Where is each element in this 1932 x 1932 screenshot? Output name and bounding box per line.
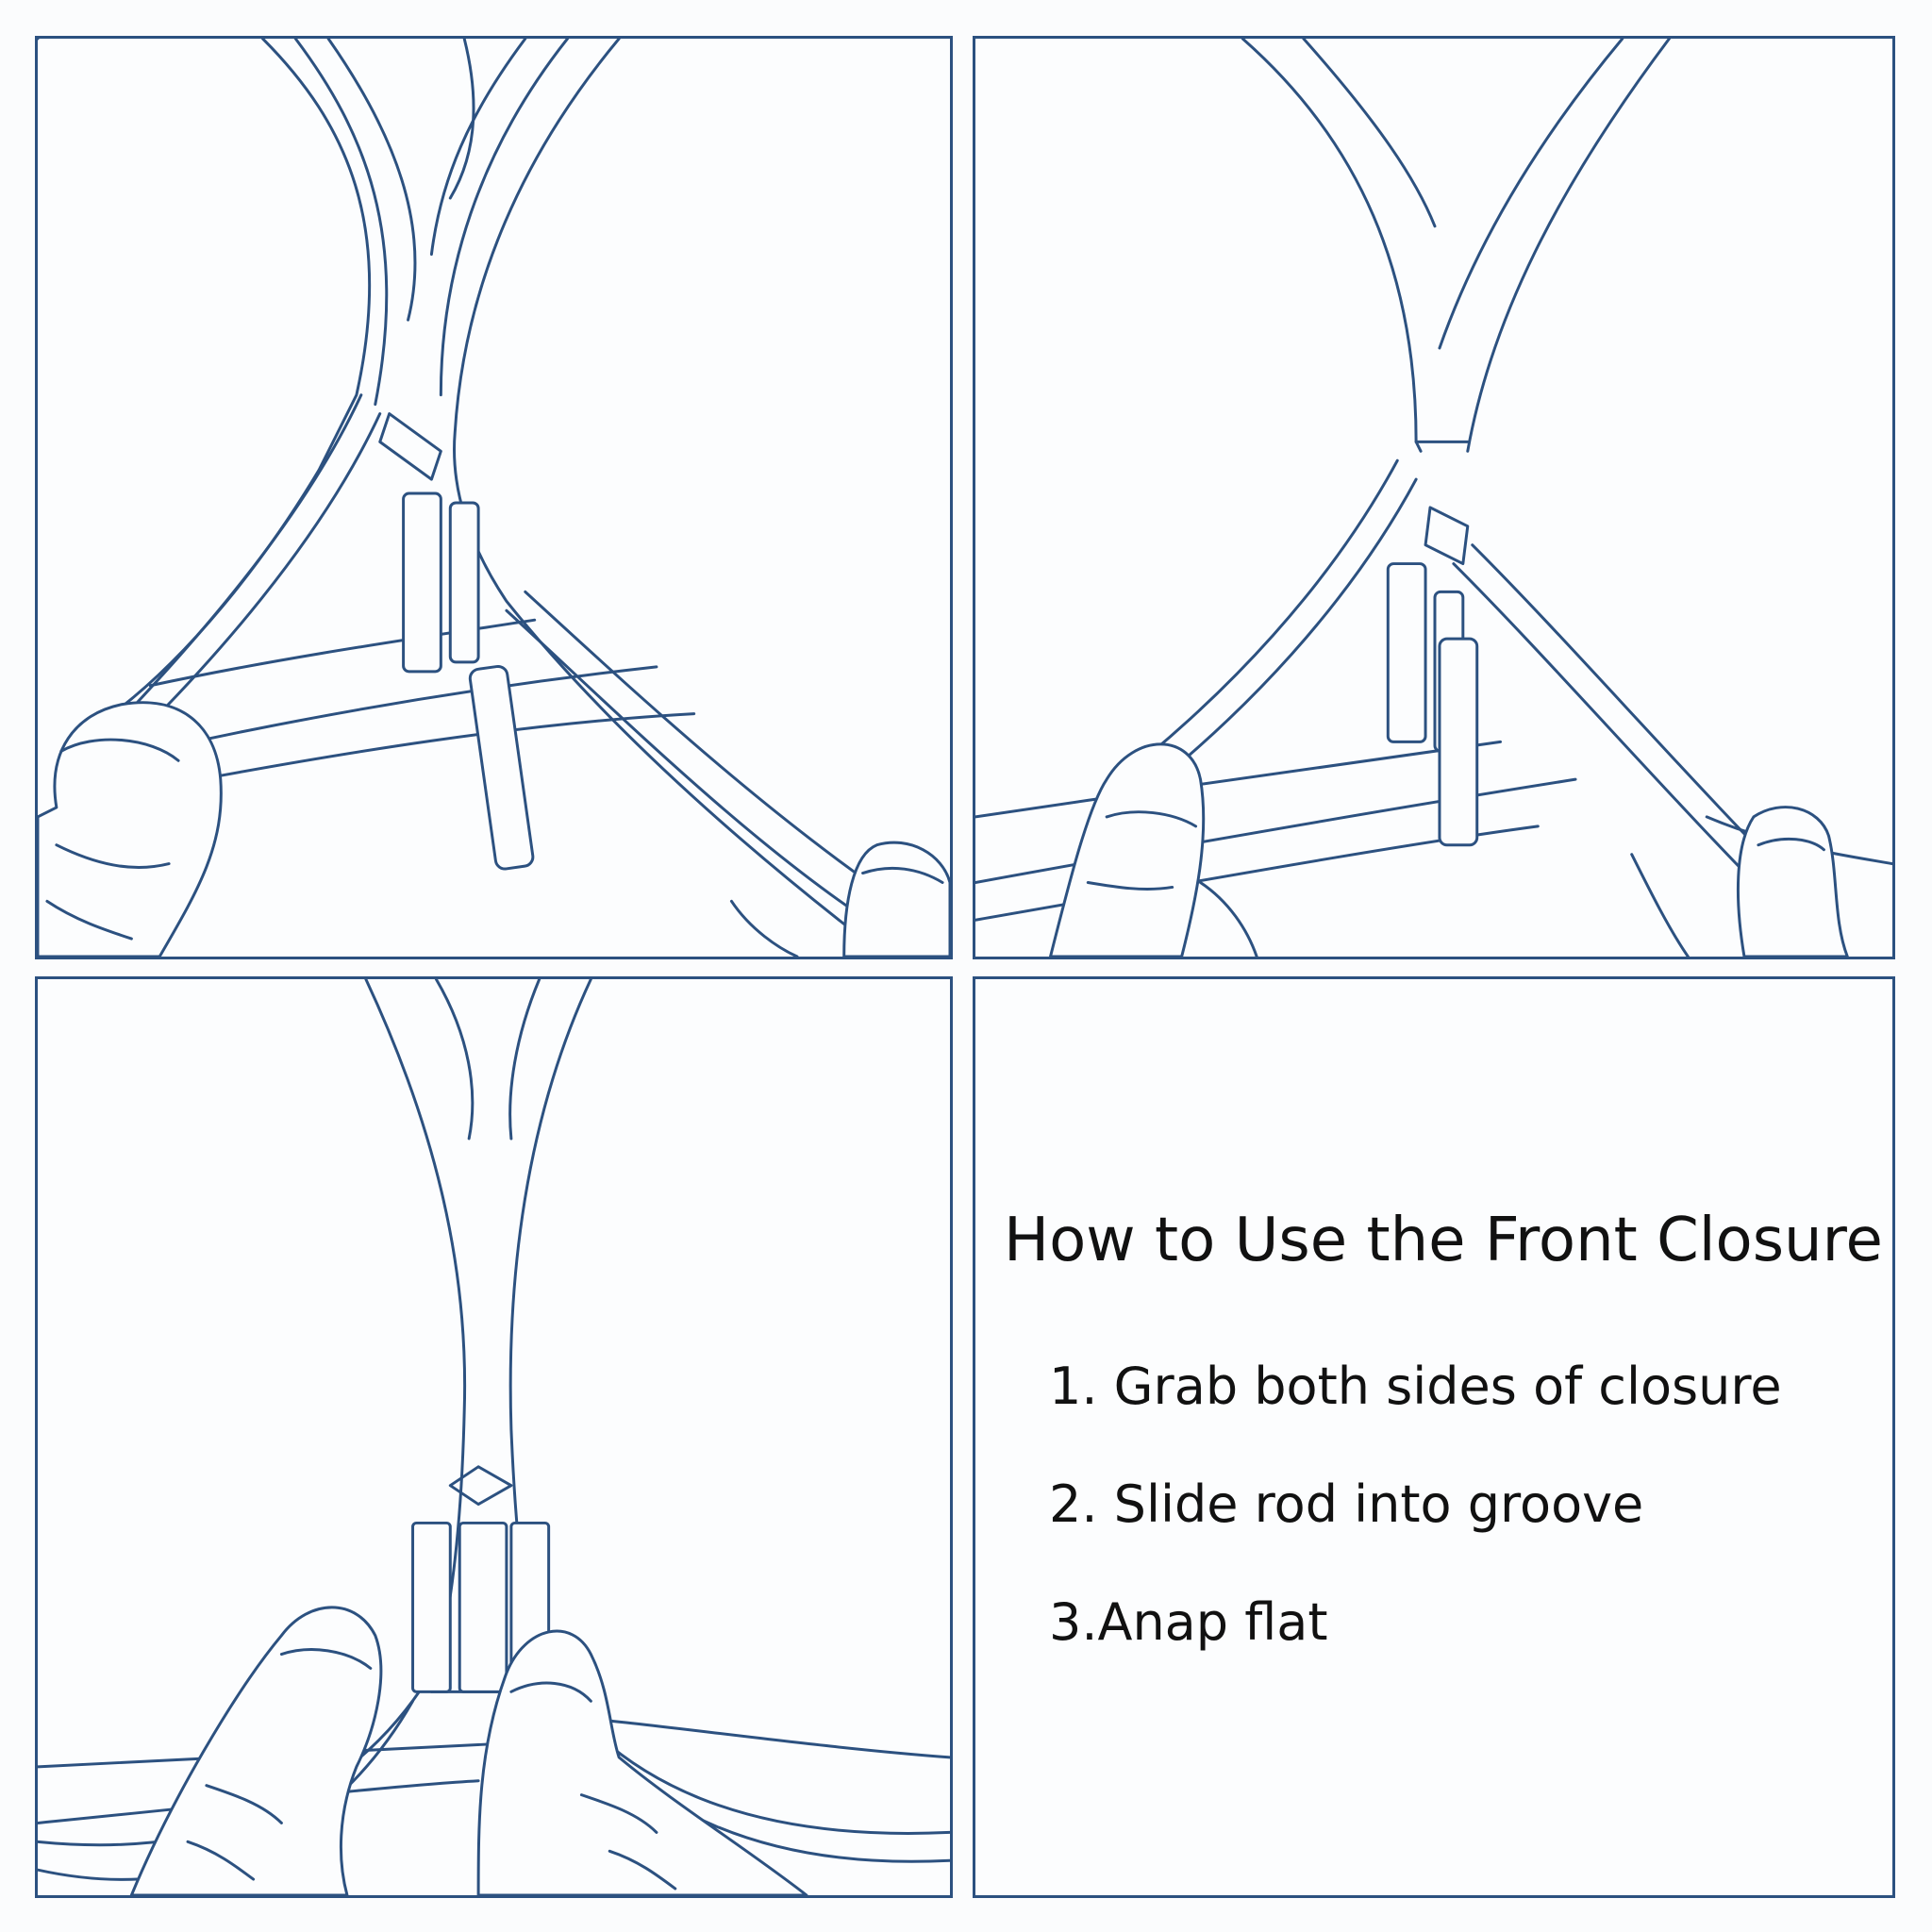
- closure-snapped-flat-icon: [38, 979, 950, 1895]
- step-3-illustration: [35, 976, 953, 1898]
- instruction-step: 3.Anap flat: [1049, 1592, 1328, 1652]
- closure-sliding-rod-icon: [975, 39, 1892, 957]
- step-1-illustration: [35, 36, 953, 959]
- instruction-step: 1. Grab both sides of closure: [1049, 1357, 1782, 1416]
- step-2-illustration: [973, 36, 1895, 959]
- instruction-step: 2. Slide rod into groove: [1049, 1474, 1644, 1534]
- instructions-step-list: 1. Grab both sides of closure 2. Slide r…: [1049, 1357, 1782, 1710]
- instructions-panel: How to Use the Front Closure 1. Grab bot…: [973, 976, 1895, 1898]
- instructions-title: How to Use the Front Closure: [1004, 1206, 1883, 1275]
- closure-open-hands-icon: [38, 39, 950, 957]
